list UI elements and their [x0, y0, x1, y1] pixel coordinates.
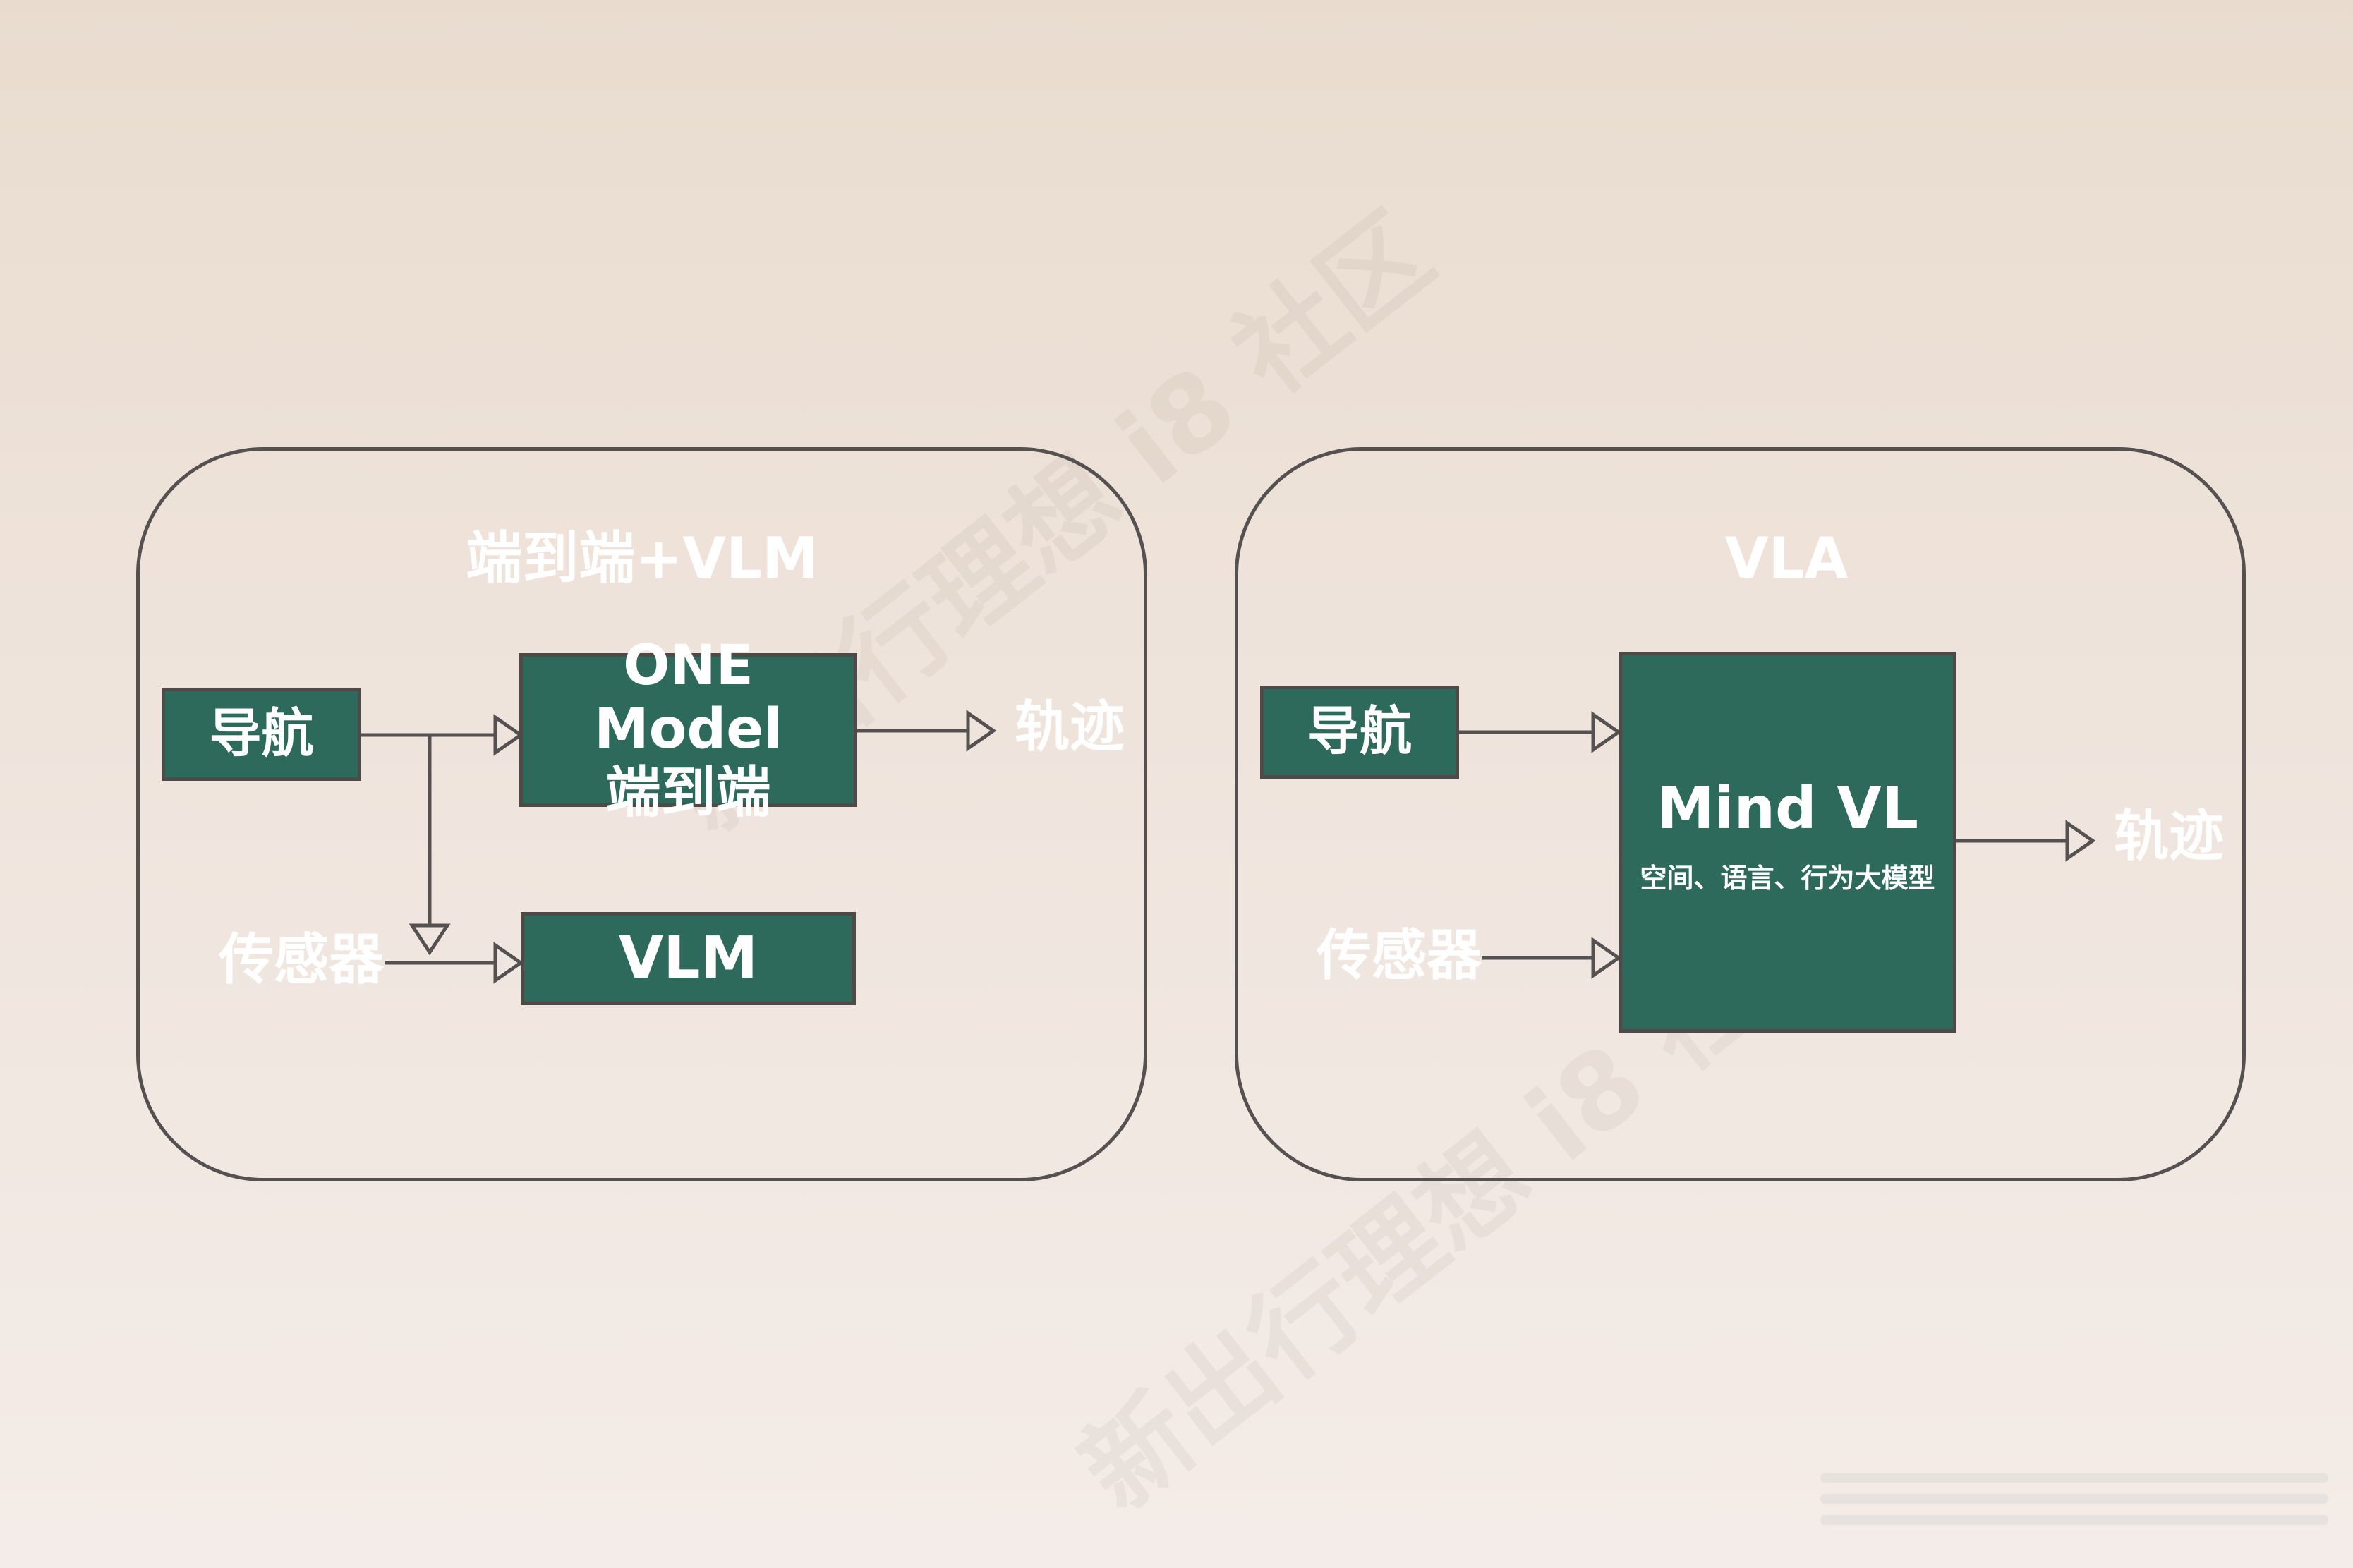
- vlm-box: VLM: [521, 912, 856, 1005]
- nav-label: 导航: [1307, 701, 1412, 762]
- arrowhead: [493, 942, 524, 984]
- arrowhead: [966, 710, 997, 752]
- sensor-label: 传感器: [219, 928, 385, 992]
- vla-panel: [1235, 447, 2246, 1181]
- panel-title: VLA: [1724, 525, 1849, 591]
- trajectory-label: 轨迹: [1015, 695, 1125, 759]
- vlm-label: VLM: [618, 924, 758, 992]
- one-model-title: ONE Model: [594, 634, 782, 762]
- nav-box: 导航: [1260, 686, 1459, 779]
- nav-box: 导航: [162, 688, 361, 781]
- arrowhead: [493, 714, 524, 756]
- nav-label: 导航: [209, 703, 314, 765]
- scrollbar[interactable]: [1820, 1473, 2328, 1525]
- scrollbar-track[interactable]: [1820, 1473, 2328, 1483]
- arrowhead: [2065, 820, 2096, 862]
- arrowhead: [1591, 937, 1622, 979]
- mind-vl-box: Mind VL 空间、语言、行为大模型: [1619, 652, 1956, 1033]
- arrowhead: [409, 923, 451, 956]
- panel-title: 端到端+VLM: [466, 525, 818, 591]
- arrowhead: [1591, 711, 1622, 753]
- one-model-box: ONE Model 端到端: [519, 635, 857, 825]
- sensor-label: 传感器: [1317, 924, 1482, 987]
- mind-vl-title: Mind VL: [1656, 775, 1919, 842]
- mind-vl-subtitle: 空间、语言、行为大模型: [1640, 863, 1935, 894]
- scrollbar-track[interactable]: [1820, 1494, 2328, 1504]
- trajectory-label: 轨迹: [2114, 805, 2225, 868]
- one-model-subtitle: 端到端: [605, 760, 771, 825]
- scrollbar-track[interactable]: [1820, 1515, 2328, 1525]
- end-to-end-vlm-panel: [136, 447, 1147, 1181]
